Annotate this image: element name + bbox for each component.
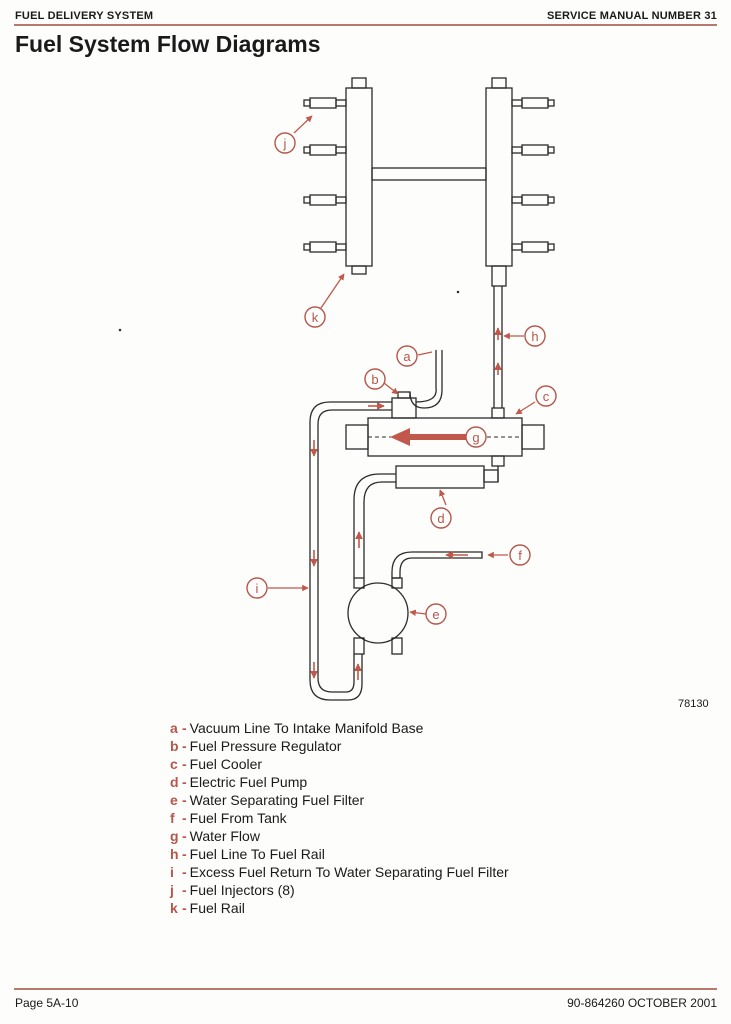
svg-text:i: i bbox=[256, 581, 259, 596]
rail-crossover-tube bbox=[371, 167, 487, 181]
right-injectors bbox=[511, 97, 555, 253]
legend-item: h-Fuel Line To Fuel Rail bbox=[170, 846, 325, 862]
callout-e: e bbox=[425, 603, 447, 625]
fuel-system-diagram: a b c d e f g h i j k g[data-name="callo… bbox=[118, 77, 557, 701]
svg-text:d: d bbox=[437, 511, 444, 526]
fuel-injector bbox=[511, 194, 555, 206]
legend-list: a-Vacuum Line To Intake Manifold Base b-… bbox=[170, 719, 509, 917]
fuel-line-to-rail bbox=[493, 286, 503, 408]
legend-item: i-Excess Fuel Return To Water Separating… bbox=[170, 864, 509, 880]
header-section-title: FUEL DELIVERY SYSTEM bbox=[15, 10, 154, 22]
svg-text:j: j bbox=[283, 136, 287, 151]
header-rule bbox=[14, 24, 717, 26]
legend-item: g-Water Flow bbox=[170, 828, 260, 844]
footer-page-number: Page 5A-10 bbox=[15, 996, 79, 1010]
legend-item: j-Fuel Injectors (8) bbox=[170, 882, 295, 898]
fuel-pressure-regulator bbox=[391, 391, 417, 419]
callout-a: a bbox=[396, 345, 418, 367]
diagram-lines bbox=[118, 77, 555, 701]
callout-i: i bbox=[246, 577, 268, 599]
fuel-injector bbox=[511, 97, 555, 109]
header-manual-number: SERVICE MANUAL NUMBER 31 bbox=[546, 10, 717, 22]
left-rail-bottom-cap bbox=[351, 265, 367, 275]
fuel-from-tank-line bbox=[391, 551, 483, 578]
legend-item: b-Fuel Pressure Regulator bbox=[170, 738, 342, 754]
water-flow-arrow bbox=[390, 428, 466, 446]
callout-f: f bbox=[509, 544, 531, 566]
left-rail-top-cap bbox=[351, 77, 367, 89]
legend-item: a-Vacuum Line To Intake Manifold Base bbox=[170, 720, 424, 736]
svg-text:b: b bbox=[371, 372, 378, 387]
callout-j: j bbox=[274, 132, 296, 154]
left-injectors bbox=[303, 97, 347, 253]
callout-k: k bbox=[304, 306, 326, 328]
vacuum-line bbox=[409, 350, 443, 409]
fuel-injector bbox=[511, 241, 555, 253]
svg-text:c: c bbox=[543, 389, 550, 404]
fuel-injector bbox=[303, 194, 347, 206]
svg-text:a: a bbox=[403, 349, 411, 364]
callout-b: b bbox=[364, 368, 386, 390]
legend-item: k-Fuel Rail bbox=[170, 900, 245, 916]
callout-c: c bbox=[535, 385, 557, 407]
legend-item: d-Electric Fuel Pump bbox=[170, 774, 308, 790]
left-fuel-rail bbox=[345, 87, 373, 267]
svg-text:f: f bbox=[518, 548, 522, 563]
right-rail-bottom-cap bbox=[491, 265, 507, 287]
svg-text:k: k bbox=[312, 310, 319, 325]
svg-text:h: h bbox=[531, 329, 538, 344]
figure-number: 78130 bbox=[678, 698, 709, 710]
right-rail-top-cap bbox=[491, 77, 507, 89]
footer-rule bbox=[14, 988, 717, 990]
page-title: Fuel System Flow Diagrams bbox=[15, 31, 321, 57]
fuel-injector bbox=[511, 144, 555, 156]
excess-fuel-return-line bbox=[309, 401, 392, 701]
water-separating-fuel-filter bbox=[347, 577, 409, 655]
callout-g: g bbox=[465, 426, 487, 448]
callouts: a b c d e f g h i j k bbox=[246, 132, 557, 625]
callout-d: d bbox=[430, 507, 452, 529]
electric-fuel-pump bbox=[395, 465, 499, 489]
fuel-injector bbox=[303, 144, 347, 156]
svg-text:g: g bbox=[472, 430, 479, 445]
legend-item: e-Water Separating Fuel Filter bbox=[170, 792, 365, 808]
fuel-injector bbox=[303, 241, 347, 253]
flow-arrows bbox=[310, 327, 502, 680]
svg-text:e: e bbox=[432, 607, 439, 622]
callout-h: h bbox=[524, 325, 546, 347]
right-fuel-rail bbox=[485, 87, 513, 267]
leader-lines bbox=[268, 115, 536, 616]
filter-to-pump-line bbox=[353, 473, 396, 578]
legend-item: c-Fuel Cooler bbox=[170, 756, 263, 772]
fuel-injector bbox=[303, 97, 347, 109]
legend-item: f-Fuel From Tank bbox=[170, 810, 287, 826]
footer-document-info: 90-864260 OCTOBER 2001 bbox=[567, 996, 717, 1010]
